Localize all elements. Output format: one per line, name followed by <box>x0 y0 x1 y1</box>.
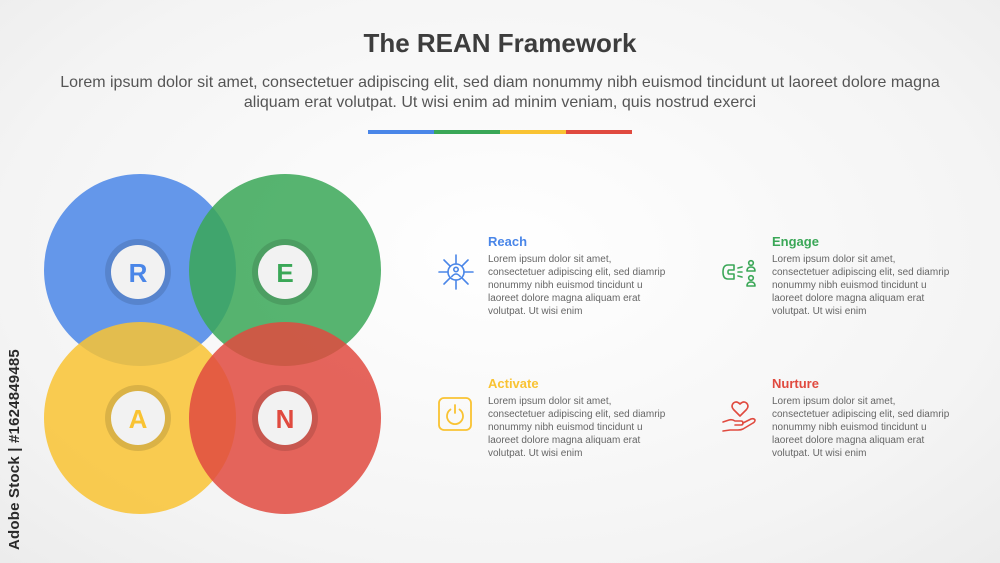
magnet-people-icon <box>722 259 756 287</box>
divider-segment-yellow <box>500 130 566 134</box>
item-label-activate: Activate <box>488 376 539 391</box>
divider-segment-green <box>434 130 500 134</box>
badge-e: E <box>252 239 318 305</box>
divider-segment-blue <box>368 130 434 134</box>
item-nurture: Nurture Lorem ipsum dolor sit amet, cons… <box>720 376 1000 466</box>
item-text-engage: Lorem ipsum dolor sit amet, consectetuer… <box>772 254 950 317</box>
badge-r: R <box>105 239 171 305</box>
letter-r: R <box>129 258 148 288</box>
color-divider <box>368 130 632 134</box>
badge-a: A <box>105 385 171 451</box>
item-text-nurture: Lorem ipsum dolor sit amet, consectetuer… <box>772 396 950 459</box>
divider-segment-red <box>566 130 632 134</box>
heart-hand-icon <box>722 401 756 432</box>
item-text-reach: Lorem ipsum dolor sit amet, consectetuer… <box>488 254 666 317</box>
item-reach: Reach Lorem ipsum dolor sit amet, consec… <box>436 234 716 324</box>
item-label-engage: Engage <box>772 234 819 249</box>
page-title: The REAN Framework <box>363 28 637 58</box>
stock-watermark: Adobe Stock | #1624849485 <box>6 349 23 550</box>
power-button-icon <box>438 397 472 431</box>
item-activate: Activate Lorem ipsum dolor sit amet, con… <box>436 376 716 466</box>
rean-venn-diagram: R E A N <box>44 174 381 514</box>
item-label-reach: Reach <box>488 234 528 249</box>
badge-n: N <box>252 385 318 451</box>
network-people-icon <box>438 254 474 290</box>
page-subtitle: Lorem ipsum dolor sit amet, consectetuer… <box>60 74 940 111</box>
item-engage: Engage Lorem ipsum dolor sit amet, conse… <box>720 234 1000 324</box>
letter-n: N <box>276 404 295 434</box>
letter-a: A <box>129 404 148 434</box>
item-label-nurture: Nurture <box>772 376 819 391</box>
item-text-activate: Lorem ipsum dolor sit amet, consectetuer… <box>488 396 666 459</box>
letter-e: E <box>276 258 293 288</box>
